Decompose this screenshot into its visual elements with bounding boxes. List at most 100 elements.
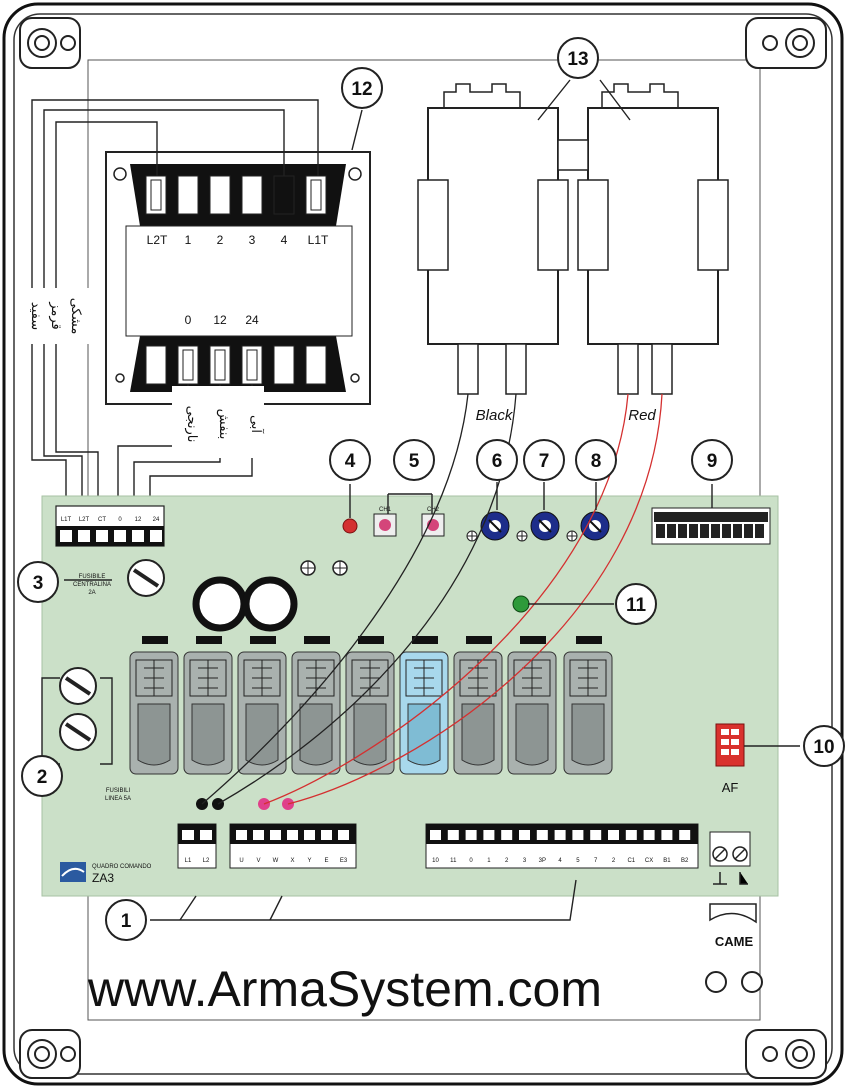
control-terminal-label: 7 xyxy=(594,858,598,864)
in-term-24: 24 xyxy=(153,517,160,523)
callout-1-leaders xyxy=(150,879,577,921)
callout-number: 12 xyxy=(351,79,372,100)
central-fuse: FUSIBILE CENTRALINA 2A xyxy=(73,559,165,597)
corner-screw-tl xyxy=(19,17,81,69)
control-terminal-screw xyxy=(661,830,673,840)
screw-mark-2 xyxy=(741,971,763,993)
motor-terminal-screw xyxy=(253,830,264,840)
motor-terminal-screw xyxy=(270,830,281,840)
control-terminal-screw xyxy=(625,830,637,840)
control-terminal-label: 3 xyxy=(523,858,527,864)
model-name: ZA3 xyxy=(92,871,114,885)
persian-bottom-labels: نارنجی بنفش آبی xyxy=(172,386,265,458)
control-terminal-label: 3P xyxy=(539,858,546,864)
motor-terminal-label: E xyxy=(324,858,328,864)
control-terminal-label: 2 xyxy=(505,858,509,864)
callout-number: 10 xyxy=(813,737,834,758)
callout-2: 2 xyxy=(21,755,63,797)
callout-number: 8 xyxy=(591,451,602,472)
control-terminal-screw xyxy=(643,830,655,840)
capacitor-right xyxy=(577,83,729,395)
relay-2 xyxy=(183,636,233,775)
callout-number: 2 xyxy=(37,767,48,788)
enclosure-inner xyxy=(13,13,833,1075)
term-l2: L2 xyxy=(203,858,210,864)
led-green xyxy=(512,595,530,613)
control-terminal-screw xyxy=(447,830,459,840)
control-terminal-screw xyxy=(554,830,566,840)
button-ch1[interactable]: CH1 xyxy=(373,507,397,537)
wire-label-black: مشکی xyxy=(69,298,84,335)
screw-mark-1 xyxy=(705,971,727,993)
control-terminal-label: CX xyxy=(645,858,653,864)
callout-number: 7 xyxy=(539,451,550,472)
motor-terminal-label: E3 xyxy=(340,858,348,864)
tr-label-2: 2 xyxy=(217,233,224,247)
line-fuses: FUSIBILI LINEA 5A xyxy=(59,667,131,802)
motor-terminal-screw xyxy=(304,830,315,840)
relay-1 xyxy=(129,636,179,775)
tr-label-1: 1 xyxy=(185,233,192,247)
callout-number: 6 xyxy=(492,451,503,472)
control-terminal-label: 2 xyxy=(612,858,616,864)
motor-terminal-screw xyxy=(338,830,349,840)
fuse-line-label-1: FUSIBILI xyxy=(106,788,131,794)
callout-number: 11 xyxy=(626,595,647,616)
wire-label-purple: بنفش xyxy=(216,409,232,440)
came-logo: CAME xyxy=(709,903,757,949)
callout-8: 8 xyxy=(575,439,617,481)
trimmer-6[interactable] xyxy=(466,511,510,542)
capacitor-label-red: Red xyxy=(628,407,656,424)
relay-row xyxy=(129,636,613,775)
control-terminal-label: 4 xyxy=(558,858,562,864)
led-red xyxy=(342,518,358,534)
board-capacitors xyxy=(192,560,348,632)
in-term-0: 0 xyxy=(118,517,122,523)
transformer-top-labels: L2T 1 2 3 4 L1T xyxy=(147,233,329,247)
model-label: QUADRO COMANDO ZA3 xyxy=(60,862,152,885)
trimmer-7[interactable] xyxy=(516,511,560,542)
callout-9: 9 xyxy=(691,439,733,481)
relay-9 xyxy=(563,636,613,775)
control-terminal-screw xyxy=(679,830,691,840)
tr-label-12: 12 xyxy=(213,313,227,327)
callout-number: 5 xyxy=(409,451,420,472)
callout-7: 7 xyxy=(523,439,565,481)
tr-label-l1t: L1T xyxy=(308,233,329,247)
tr-label-3: 3 xyxy=(249,233,256,247)
callout-number: 1 xyxy=(121,911,132,932)
motor-terminal-label: X xyxy=(290,858,294,864)
control-terminal-screw xyxy=(536,830,548,840)
control-terminal-label: 10 xyxy=(432,858,439,864)
earth-terminals xyxy=(709,831,751,885)
dip-switch[interactable] xyxy=(651,507,771,545)
callout-11: 11 xyxy=(615,583,657,625)
fuse-line-label-2: LINEA 5A xyxy=(105,796,131,802)
callout-number: 9 xyxy=(707,451,718,472)
corner-screw-br xyxy=(745,1029,827,1079)
callout-6: 6 xyxy=(476,439,518,481)
relay-4 xyxy=(291,636,341,775)
control-terminal-screw xyxy=(430,830,441,840)
relay-3 xyxy=(237,636,287,775)
trimmer-8[interactable] xyxy=(566,511,610,542)
callout-4: 4 xyxy=(329,439,371,481)
callout-1: 1 xyxy=(105,899,147,941)
in-term-ct: CT xyxy=(98,517,106,523)
motor-terminal-screw xyxy=(236,830,247,840)
af-connector: AF xyxy=(715,723,745,795)
brand-name: CAME xyxy=(715,934,754,949)
control-terminal-label: 0 xyxy=(469,858,473,864)
capacitor-label-black: Black xyxy=(476,407,514,424)
control-terminal-screw xyxy=(608,830,619,840)
callout-number: 13 xyxy=(567,49,588,70)
relay-7 xyxy=(453,636,503,775)
fuse-central-label-1: FUSIBILE xyxy=(79,574,106,580)
control-terminal-label: B1 xyxy=(663,858,671,864)
relay-6 xyxy=(399,636,449,775)
callout-3: 3 xyxy=(17,561,59,603)
capacitor-bridge xyxy=(557,139,589,171)
motor-terminal-label: V xyxy=(256,858,260,864)
